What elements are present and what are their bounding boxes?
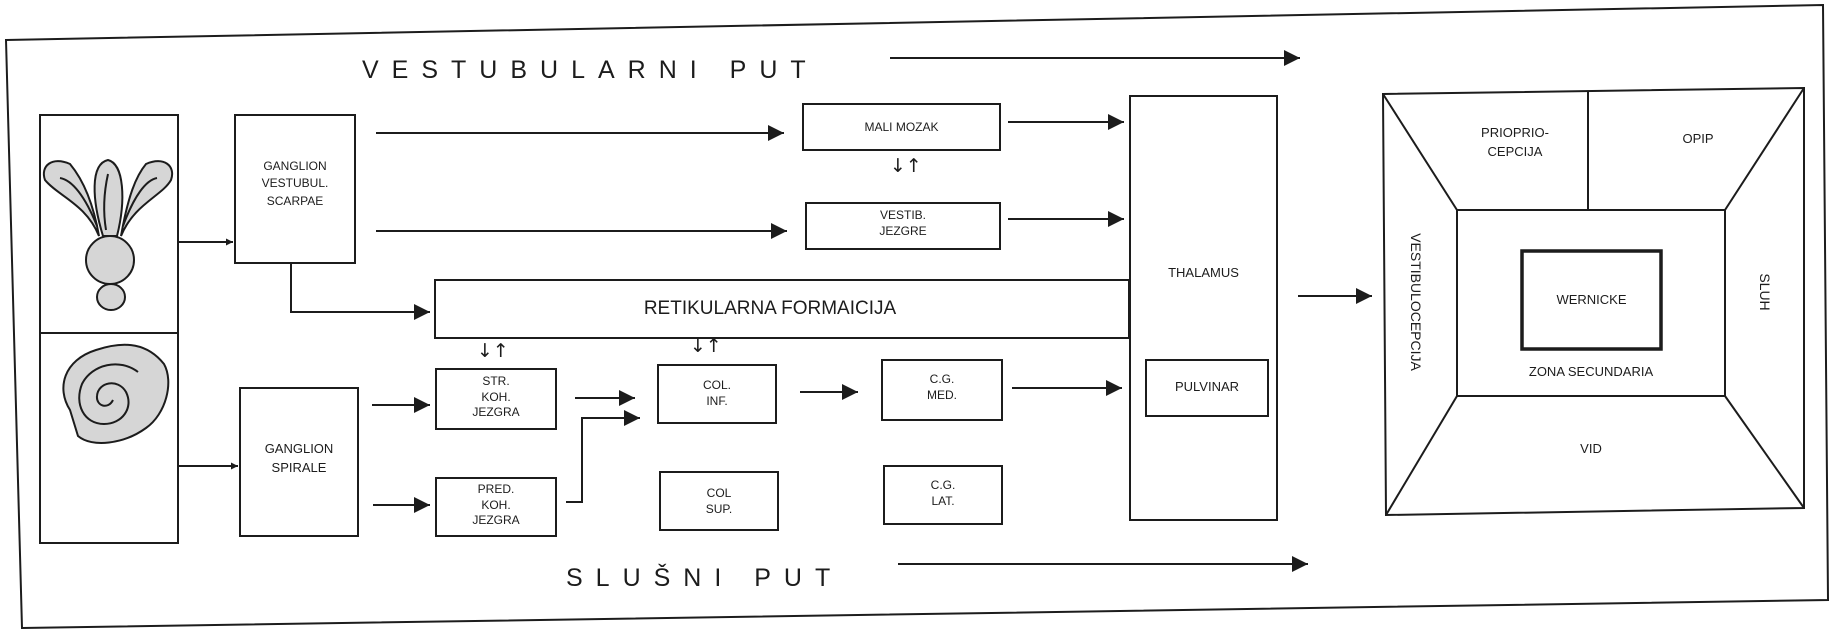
label-thalamus: THALAMUS bbox=[1130, 264, 1277, 283]
title-vestibular-path: VESTUBULARNI PUT bbox=[362, 52, 819, 88]
label-retikularna-formacija: RETIKULARNA FORMAICIJA bbox=[540, 295, 1000, 323]
label-ganglion-spiral: GANGLION SPIRALE bbox=[240, 440, 358, 478]
label-pulvinar: PULVINAR bbox=[1146, 378, 1268, 397]
label-proprioception: PRIOPRIO- CEPCIJA bbox=[1445, 124, 1585, 162]
label-pred-koh: PRED. KOH. JEZGRA bbox=[436, 482, 556, 529]
label-ganglion-vestibular: GANGLION VESTUBUL. SCARPAE bbox=[235, 158, 355, 210]
label-cg-lat: C.G. LAT. bbox=[884, 477, 1002, 509]
updown-arrow-icon: ↓↑ bbox=[477, 340, 509, 362]
box-thalamus bbox=[1130, 96, 1277, 520]
vestibular-organ-icon bbox=[44, 160, 172, 310]
label-col-inf: COL. INF. bbox=[658, 377, 776, 409]
label-vid: VID bbox=[1457, 440, 1725, 459]
label-sluh: SLUH bbox=[1757, 273, 1773, 310]
updown-arrow-icon: ↓↑ bbox=[690, 335, 722, 357]
label-col-sup: COL SUP. bbox=[660, 485, 778, 517]
label-wernicke: WERNICKE bbox=[1522, 291, 1661, 310]
label-vestibulocepcija: VESTIBULOCEPCIJA bbox=[1408, 233, 1424, 371]
label-opip: OPIP bbox=[1598, 130, 1798, 149]
updown-arrow-icon: ↓↑ bbox=[890, 155, 922, 177]
label-mali-mozak: MALI MOZAK bbox=[803, 119, 1000, 136]
label-cg-med: C.G. MED. bbox=[882, 371, 1002, 403]
label-str-koh: STR. KOH. JEZGRA bbox=[436, 374, 556, 421]
title-auditory-path: SLUŠNI PUT bbox=[566, 560, 843, 596]
label-zona-secundaria: ZONA SECUNDARIA bbox=[1457, 363, 1725, 382]
label-vestib-jezgre: VESTIB. JEZGRE bbox=[806, 207, 1000, 239]
cochlea-icon bbox=[63, 345, 168, 443]
